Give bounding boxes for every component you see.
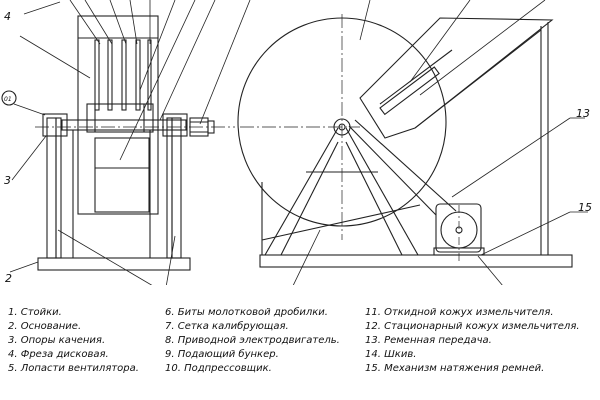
side-base — [259, 254, 573, 268]
right-bearing-block — [162, 113, 188, 137]
legend-item: 13. Ременная передача. — [365, 335, 492, 346]
legend-item: 3. Опоры качения. — [8, 335, 106, 346]
callout-2: 2 — [5, 272, 12, 285]
base-plate — [37, 257, 191, 271]
legend-item: 1. Стойки. — [8, 307, 62, 318]
legend-item: 6. Биты молотковой дробилки. — [165, 307, 328, 318]
legend-item: 2. Основание. — [8, 321, 82, 332]
left-bearing-block — [42, 113, 68, 137]
callout-circle-label: 01 — [4, 96, 12, 103]
callout-3: 3 — [4, 174, 11, 187]
shaft — [61, 119, 187, 131]
legend-item: 10. Подпрессовщик. — [165, 363, 272, 374]
hopper — [94, 137, 150, 213]
reference-circle — [1, 90, 17, 106]
legend-item: 9. Подающий бункер. — [165, 349, 279, 360]
feed-chute — [359, 17, 554, 139]
legend-item: 4. Фреза дисковая. — [8, 349, 109, 360]
motor — [435, 203, 482, 253]
legend-item: 14. Шкив. — [365, 349, 417, 360]
callout-13: 13 — [576, 107, 590, 120]
legend-item: 12. Стационарный кожух измельчителя. — [365, 321, 580, 332]
front-view — [37, 15, 215, 271]
housing — [77, 15, 159, 215]
leader-lines — [9, 0, 588, 285]
callout-4: 4 — [4, 10, 11, 23]
legend-item: 5. Лопасти вентилятора. — [8, 363, 139, 374]
side-view — [237, 17, 573, 268]
right-post — [171, 117, 182, 259]
left-post — [46, 117, 57, 259]
technical-drawing: 4 01 3 2 1 12 8 13 15 — [1, 0, 592, 285]
legend-item: 15. Механизм натяжения ремней. — [365, 363, 545, 374]
callout-15: 15 — [578, 201, 592, 214]
legend-item: 8. Приводной электродвигатель. — [165, 335, 340, 346]
legend-item: 11. Откидной кожух измельчителя. — [365, 307, 554, 318]
legend-item: 7. Сетка калибрующая. — [165, 321, 289, 332]
